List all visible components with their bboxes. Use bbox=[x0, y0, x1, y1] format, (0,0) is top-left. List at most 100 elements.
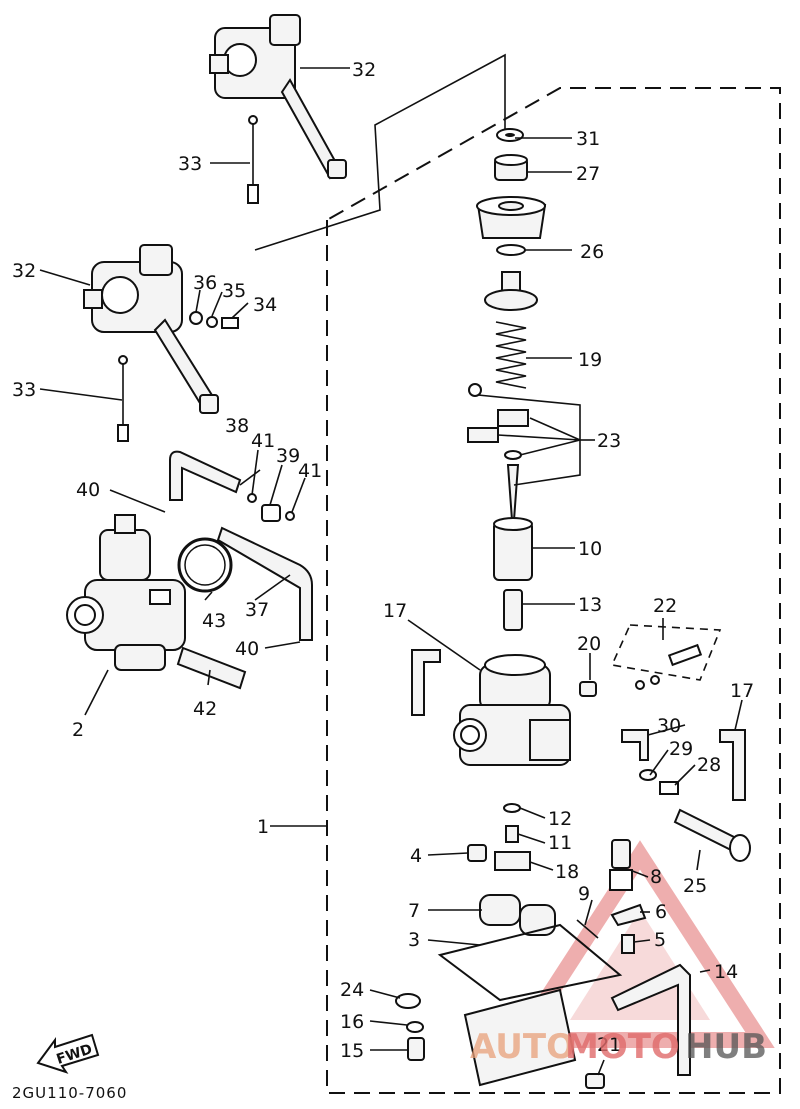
callout-24: 24 bbox=[340, 979, 364, 1001]
callout-20: 20 bbox=[577, 633, 601, 655]
diagram-code: 2GU110-7060 bbox=[12, 1084, 127, 1102]
callout-labels: 32 33 32 33 36 35 34 38 41 39 41 40 43 3… bbox=[12, 59, 754, 1062]
callout-15: 15 bbox=[340, 1040, 364, 1062]
carburetor-body bbox=[453, 654, 571, 766]
plug-4 bbox=[467, 844, 487, 862]
watermark-text: AUTO MOTO HUB bbox=[470, 1027, 767, 1067]
cable-lower bbox=[117, 355, 129, 442]
callout-33-lower: 33 bbox=[12, 379, 36, 401]
cap-27 bbox=[494, 154, 528, 181]
callout-11: 11 bbox=[548, 832, 572, 854]
callout-3: 3 bbox=[408, 929, 420, 951]
drain-screw-21 bbox=[585, 1073, 605, 1089]
callout-40-lower: 40 bbox=[235, 638, 259, 660]
needle-jet-13 bbox=[503, 589, 523, 631]
callout-9: 9 bbox=[578, 883, 590, 905]
callout-19: 19 bbox=[578, 349, 602, 371]
callout-43: 43 bbox=[202, 610, 226, 632]
leader-lines bbox=[39, 67, 743, 1076]
callout-17-left: 17 bbox=[383, 600, 407, 622]
callout-29: 29 bbox=[669, 738, 693, 760]
pin-9 bbox=[576, 919, 599, 939]
washer-16 bbox=[406, 1021, 424, 1033]
screw-28 bbox=[659, 781, 679, 795]
callout-28: 28 bbox=[697, 754, 721, 776]
callout-22: 22 bbox=[653, 595, 677, 617]
callout-23: 23 bbox=[597, 430, 621, 452]
fitting-39 bbox=[247, 493, 295, 522]
callout-14: 14 bbox=[714, 961, 738, 983]
carburetor-assembly-left bbox=[66, 514, 186, 671]
callout-1: 1 bbox=[257, 816, 269, 838]
screw-15 bbox=[407, 1037, 425, 1061]
float-bowl bbox=[463, 988, 577, 1087]
jet-needle bbox=[506, 464, 520, 521]
callout-37: 37 bbox=[245, 599, 269, 621]
o-ring-26 bbox=[496, 244, 526, 256]
hose-37 bbox=[216, 526, 313, 641]
callout-41-right: 41 bbox=[298, 460, 322, 482]
pilot-screw-22 bbox=[635, 643, 703, 690]
cable-upper bbox=[247, 115, 259, 204]
valve-8 bbox=[609, 839, 633, 891]
callout-17-right: 17 bbox=[730, 680, 754, 702]
callout-34: 34 bbox=[253, 294, 277, 316]
callout-33-top: 33 bbox=[178, 153, 202, 175]
callout-4: 4 bbox=[410, 845, 422, 867]
callout-27: 27 bbox=[576, 163, 600, 185]
hose-38 bbox=[169, 450, 242, 501]
callout-30: 30 bbox=[657, 715, 681, 737]
needle-clip-23 bbox=[467, 383, 529, 460]
jet-11 bbox=[505, 825, 519, 843]
callout-31: 31 bbox=[576, 128, 600, 150]
callout-42: 42 bbox=[193, 698, 217, 720]
callout-8: 8 bbox=[650, 866, 662, 888]
callout-32-top: 32 bbox=[352, 59, 376, 81]
callout-12: 12 bbox=[548, 808, 572, 830]
callout-25: 25 bbox=[683, 875, 707, 897]
lever-6 bbox=[610, 903, 647, 927]
callout-40-upper: 40 bbox=[76, 479, 100, 501]
callout-18: 18 bbox=[555, 861, 579, 883]
watermark-hub: HUB bbox=[685, 1027, 767, 1067]
callout-21: 21 bbox=[597, 1034, 621, 1056]
callout-36: 36 bbox=[193, 272, 217, 294]
cap-20 bbox=[579, 681, 597, 697]
seal-31 bbox=[496, 128, 524, 142]
small-parts-34-36 bbox=[189, 311, 239, 329]
bracket-30 bbox=[621, 729, 649, 761]
bracket-24 bbox=[395, 993, 421, 1009]
callout-13: 13 bbox=[578, 594, 602, 616]
callout-10: 10 bbox=[578, 538, 602, 560]
fwd-arrow-icon: FWD bbox=[36, 1033, 100, 1074]
throttle-housing-lower bbox=[83, 244, 219, 414]
callout-38: 38 bbox=[225, 415, 249, 437]
hose-42 bbox=[176, 646, 247, 690]
gasket-3 bbox=[437, 923, 623, 1002]
connector-line bbox=[254, 53, 506, 251]
hose-17-left bbox=[411, 649, 441, 716]
throttle-housing-upper bbox=[209, 14, 347, 180]
callout-7: 7 bbox=[408, 900, 420, 922]
callout-6: 6 bbox=[655, 901, 667, 923]
watermark-auto: AUTO bbox=[470, 1027, 575, 1067]
hose-17-right bbox=[719, 729, 746, 801]
callout-35: 35 bbox=[222, 280, 246, 302]
top-cap bbox=[476, 196, 547, 239]
hose-14 bbox=[610, 963, 691, 1076]
holder-18 bbox=[494, 851, 531, 871]
watermark-moto: MOTO bbox=[565, 1027, 680, 1067]
screw-5 bbox=[621, 934, 635, 954]
callout-41-left: 41 bbox=[251, 430, 275, 452]
callout-16: 16 bbox=[340, 1011, 364, 1033]
jet-12 bbox=[503, 803, 521, 813]
callout-39: 39 bbox=[276, 445, 300, 467]
starter-plunger-25 bbox=[673, 808, 751, 862]
callout-32-lower: 32 bbox=[12, 260, 36, 282]
callout-5: 5 bbox=[654, 929, 666, 951]
watermark-triangle bbox=[505, 840, 775, 1048]
assembly-boundary bbox=[326, 87, 781, 1094]
throttle-valve-10 bbox=[493, 517, 533, 581]
